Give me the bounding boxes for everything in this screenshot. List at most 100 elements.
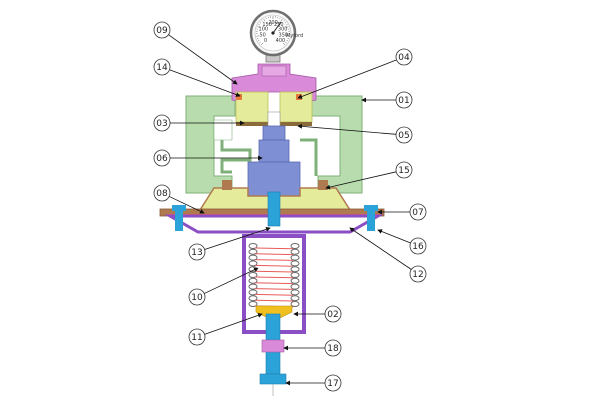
spring-coil-left — [248, 254, 258, 261]
gauge-number: 400 — [276, 38, 286, 44]
leader-line — [297, 123, 397, 135]
bolt-right-shank — [367, 211, 375, 231]
bolt-right-head — [364, 205, 378, 211]
gauge-brand: Myford — [286, 33, 303, 39]
plate-right-tab — [318, 180, 328, 190]
callout-09: 09 — [153, 21, 238, 85]
callout-circle — [409, 237, 427, 255]
callout-number: 12 — [412, 270, 423, 280]
callout-circle — [153, 184, 171, 202]
leader-line — [297, 59, 397, 99]
gauge-tick — [285, 26, 289, 28]
valve-body — [185, 95, 363, 194]
gauge-tick — [258, 24, 260, 26]
gauge-number: 200 — [268, 20, 278, 26]
callout-circle — [409, 203, 427, 221]
spring-coil-right — [290, 295, 300, 302]
gauge-tick — [283, 20, 285, 22]
spring-wire — [254, 247, 294, 250]
left-passage — [213, 119, 233, 141]
spring-wire — [254, 253, 294, 256]
gauge-tick — [285, 42, 287, 44]
callout-12: 12 — [349, 227, 427, 283]
callout-number: 11 — [191, 333, 202, 343]
callout-13: 13 — [188, 226, 271, 261]
callout-number: 08 — [156, 189, 168, 199]
callout-circle — [188, 328, 206, 346]
gauge-tick — [279, 17, 281, 20]
body-left-port — [185, 95, 236, 194]
callout-04: 04 — [297, 48, 413, 99]
spring-coil-right — [290, 260, 300, 267]
leader-line — [169, 69, 241, 97]
callout-circle — [324, 374, 342, 392]
gauge-number: 50 — [260, 33, 266, 39]
spring-coil-right — [290, 277, 300, 284]
callout-number: 17 — [327, 379, 338, 389]
callout-number: 02 — [327, 310, 338, 320]
spring-coil-left — [248, 243, 258, 249]
bolt-left-head — [172, 205, 186, 211]
body-right-port — [307, 95, 363, 194]
spring-coil-right — [290, 266, 300, 273]
gauge-number: 0 — [264, 38, 267, 44]
gauge-tick — [259, 42, 261, 44]
spring — [248, 243, 300, 308]
callout-circle — [324, 305, 342, 323]
gauge-tick — [280, 18, 283, 22]
callout-15: 15 — [325, 161, 413, 190]
spring-wire — [254, 264, 294, 267]
spring-coil-left — [248, 295, 258, 302]
screw-head — [259, 373, 287, 385]
spring-coil-right — [290, 283, 300, 290]
spring-coil-left — [248, 301, 258, 307]
callout-circle — [395, 161, 413, 179]
stem-middle — [258, 139, 290, 163]
central-spindle — [267, 191, 281, 227]
spring-coil-right — [290, 272, 300, 278]
bolt-left-shank — [175, 211, 183, 231]
callout-10: 10 — [188, 267, 259, 306]
flange-bolts — [172, 205, 378, 231]
gauge-tick — [287, 38, 290, 39]
callout-circle — [153, 149, 171, 167]
callout-number: 14 — [156, 63, 168, 73]
leader-line — [169, 196, 205, 214]
spring-coil-left — [248, 272, 258, 278]
spring-coil-left — [248, 260, 258, 267]
callout-circle — [409, 265, 427, 283]
gauge-tick — [286, 40, 289, 42]
spring-coil-right — [290, 254, 300, 261]
callout-16: 16 — [377, 229, 427, 255]
callout-number: 06 — [156, 154, 168, 164]
callout-03: 03 — [153, 114, 245, 132]
gauge-tick — [265, 17, 267, 20]
callout-circle — [153, 58, 171, 76]
spring-coil-right — [290, 243, 300, 249]
callout-14: 14 — [153, 58, 241, 97]
gauge-pivot — [271, 31, 275, 35]
spring-coil-left — [248, 283, 258, 290]
gauge-tick — [259, 22, 262, 24]
spring-wire — [254, 276, 294, 279]
gauge-tick — [260, 42, 264, 46]
spring-wire — [254, 299, 294, 302]
spring-coil-right — [290, 301, 300, 307]
callout-circle — [153, 21, 171, 39]
leader-line — [325, 171, 397, 190]
callout-number: 09 — [156, 26, 168, 36]
callout-circle — [153, 114, 171, 132]
gauge-tick — [286, 35, 290, 37]
pressure-gauge: 050100150200250300350400 Myford — [249, 9, 303, 63]
callout-08: 08 — [153, 184, 205, 214]
spring-wire — [254, 282, 294, 285]
leader-line — [204, 267, 259, 294]
callout-circle — [395, 48, 413, 66]
gauge-needle — [272, 21, 282, 34]
callout-02: 02 — [293, 305, 342, 323]
gauge-tick — [256, 38, 259, 39]
spring-coil-right — [290, 289, 300, 296]
callout-18: 18 — [283, 339, 342, 357]
